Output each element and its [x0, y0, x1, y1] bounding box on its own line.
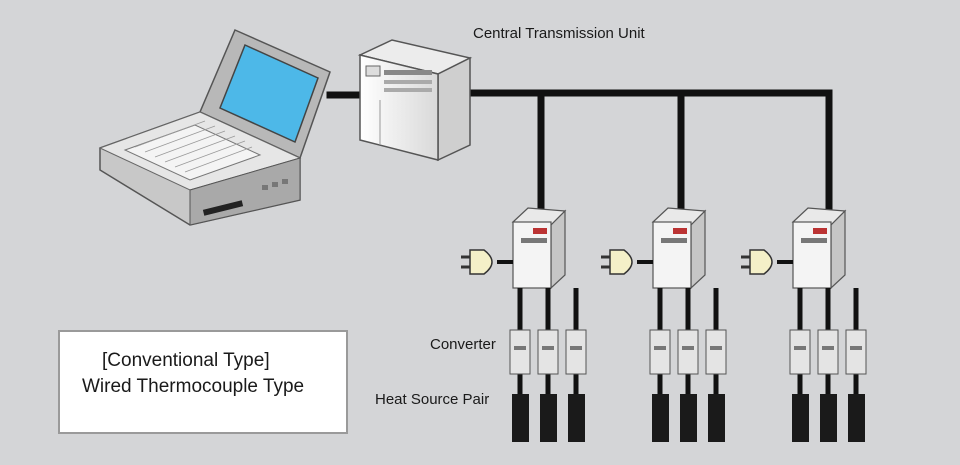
- laptop-icon: [98, 29, 331, 226]
- central-transmission-unit-label: Central Transmission Unit: [473, 25, 645, 42]
- tower-server-icon: [357, 39, 473, 162]
- transmitter-unit-icon: [791, 207, 847, 290]
- transmitter-unit-icon: [651, 207, 707, 290]
- converter-module-icon: [789, 329, 867, 375]
- branch-3: [741, 207, 867, 442]
- legend-description: Wired Thermocouple Type: [82, 376, 305, 397]
- branch-1: [461, 207, 587, 442]
- bus-cable: [466, 89, 833, 214]
- cable-network: [326, 89, 833, 214]
- legend-box: [Conventional Type] Wired Thermocouple T…: [58, 330, 348, 434]
- heat-source-pair-label: Heat Source Pair: [375, 391, 490, 408]
- converter-module-icon: [509, 329, 587, 375]
- power-plug-icon: [601, 249, 653, 275]
- power-plug-icon: [461, 249, 513, 275]
- converter-label: Converter: [430, 336, 496, 353]
- power-plug-icon: [741, 249, 793, 275]
- converter-module-icon: [649, 329, 727, 375]
- transmitter-unit-icon: [511, 207, 567, 290]
- heat-source-probe-icon: [652, 394, 725, 442]
- legend-type-label: [Conventional Type]: [102, 350, 270, 371]
- heat-source-probe-icon: [792, 394, 865, 442]
- heat-source-probe-icon: [512, 394, 585, 442]
- branch-2: [601, 207, 727, 442]
